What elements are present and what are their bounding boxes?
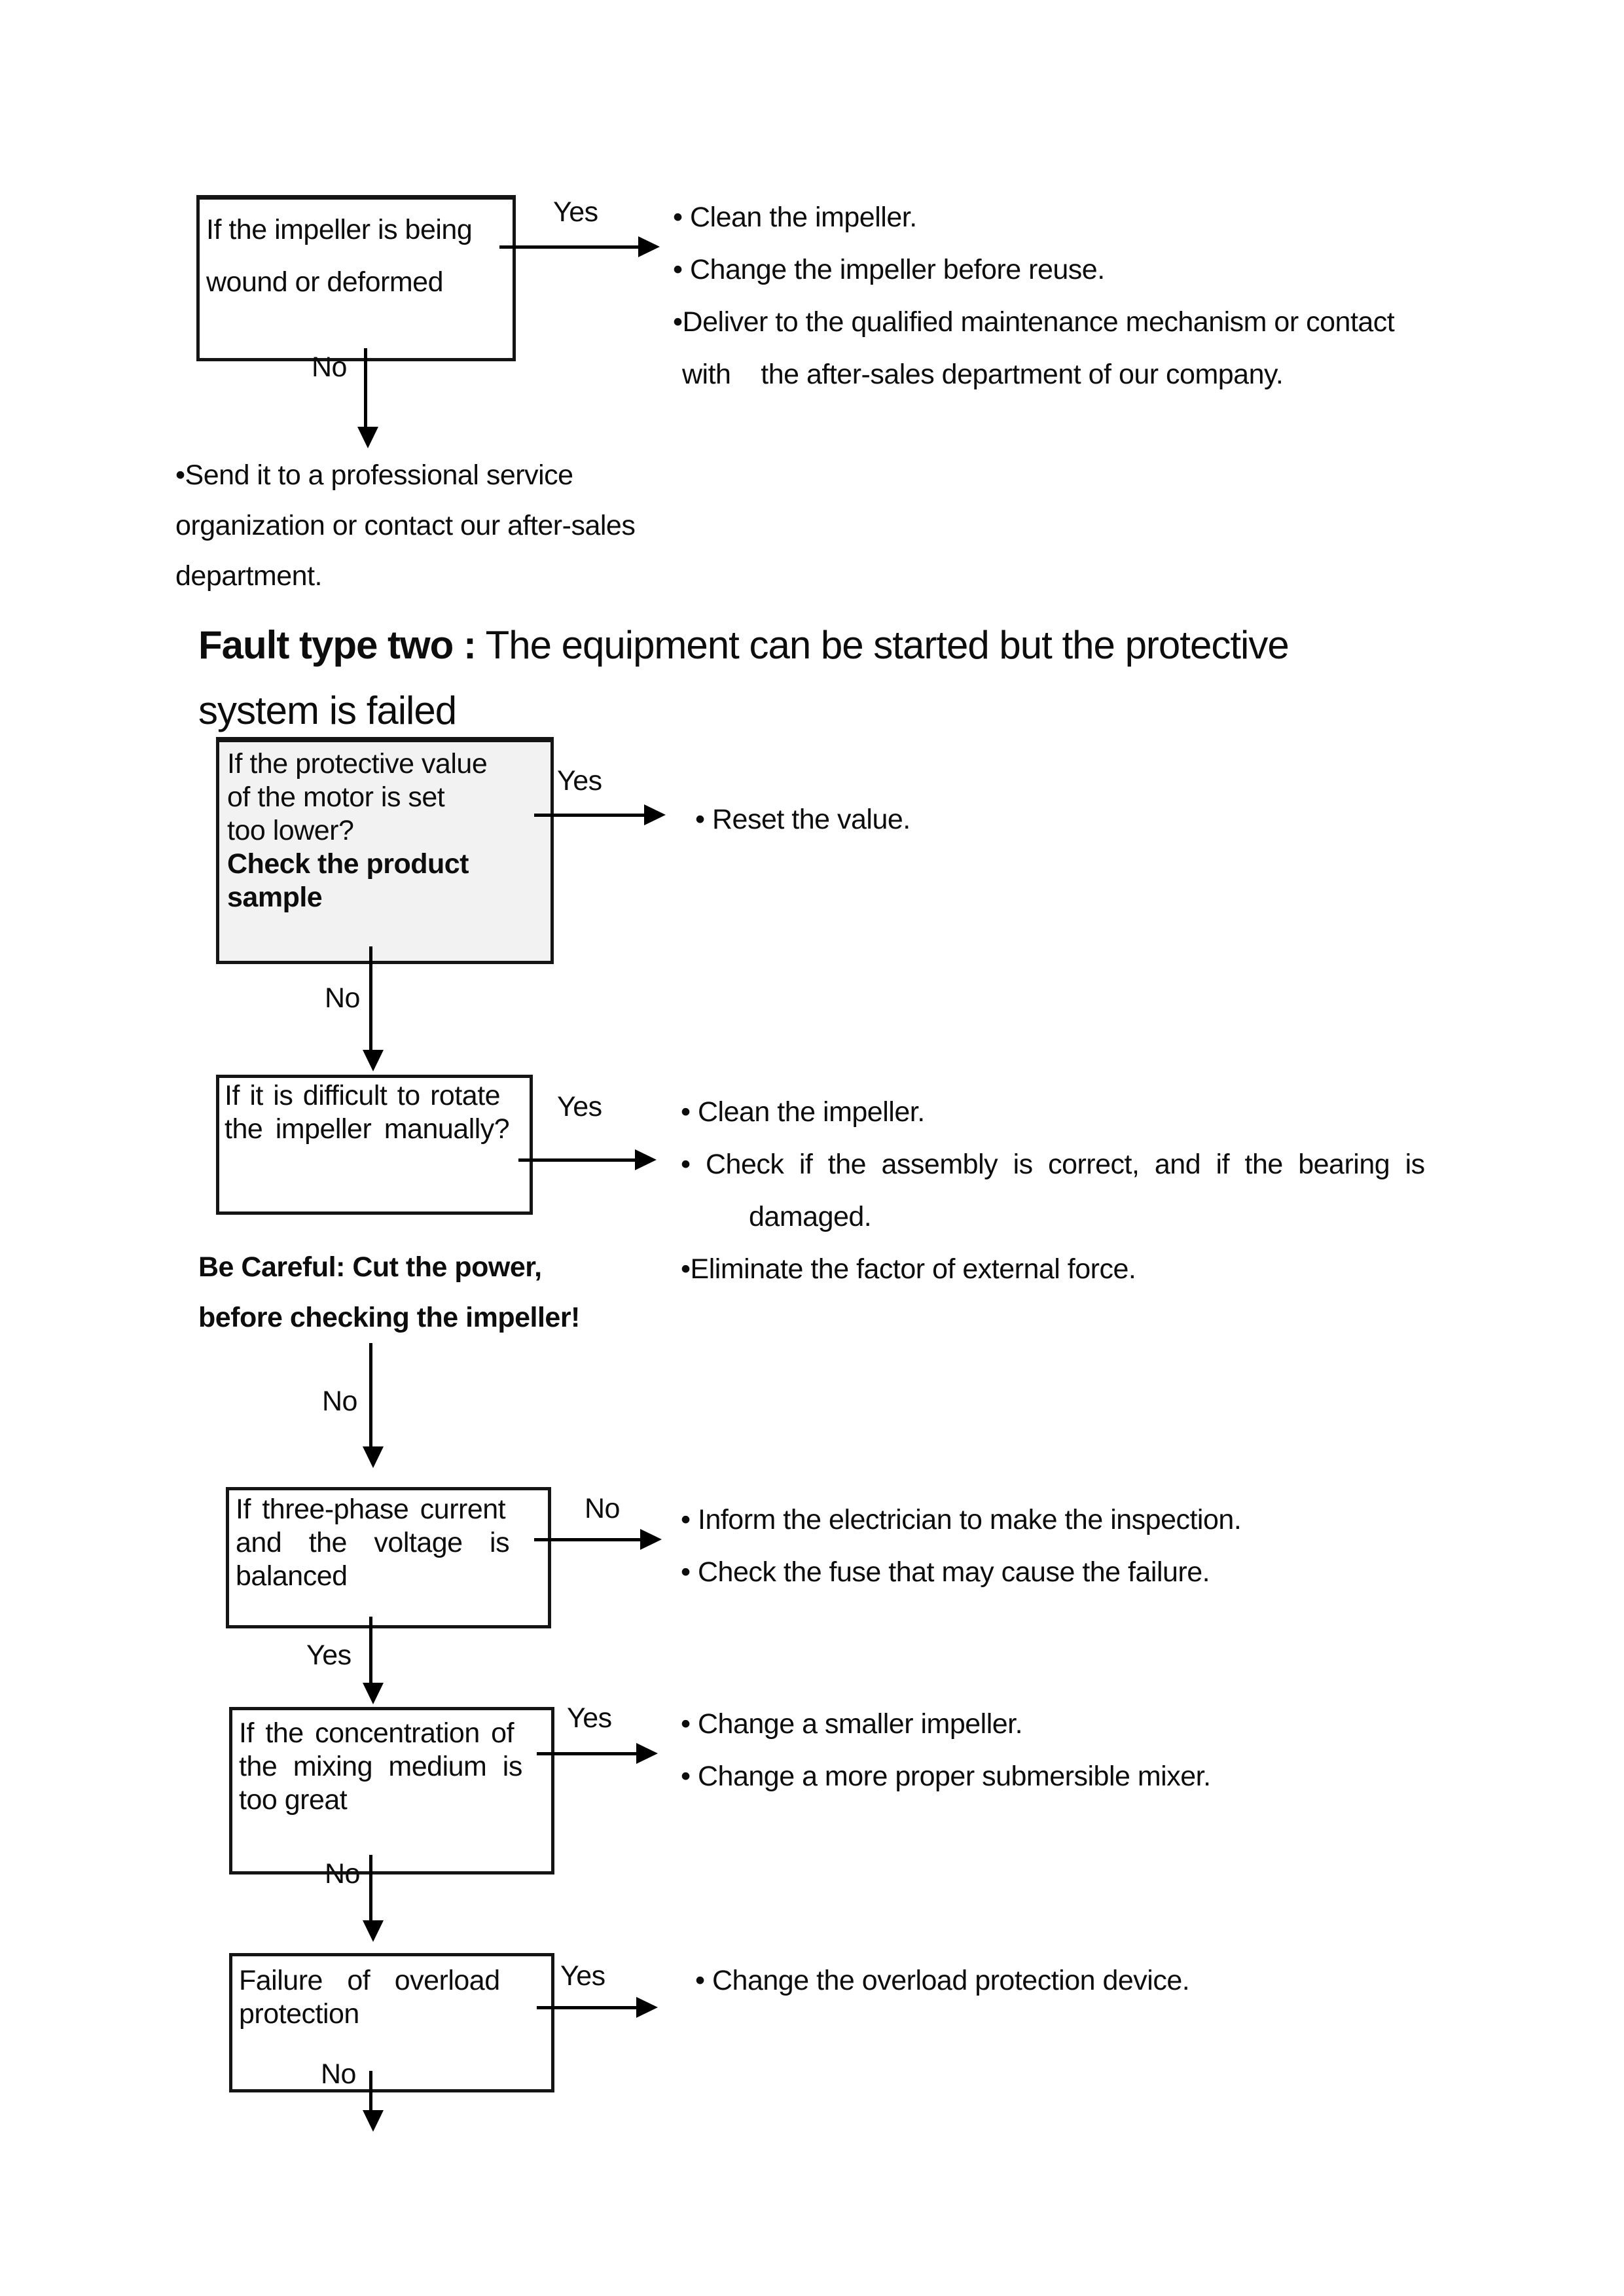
no-arrow-down-5 — [363, 1855, 384, 1942]
no-label-2: No — [325, 982, 360, 1014]
box-text-line: If it is difficult to rotate — [225, 1080, 501, 1111]
decision-box-overload: Failure of overload protection — [229, 1953, 554, 2092]
outcome-line: • Check if the assembly is correct, and … — [681, 1149, 1425, 1180]
outcome-line: •Deliver to the qualified maintenance me… — [673, 306, 1395, 338]
outcome-line: • Change a smaller impeller. — [681, 1708, 1023, 1740]
box-text-line: too great — [239, 1784, 348, 1816]
warning-note: Be Careful: Cut the power, before checki… — [198, 1242, 787, 1343]
yes-arrow-right-2 — [534, 804, 666, 825]
box-text-line-bold: sample — [227, 882, 323, 913]
outcome-list-4: • Inform the electrician to make the ins… — [681, 1494, 1532, 1598]
box-text-line-bold: Check the product — [227, 848, 469, 880]
no-label-3: No — [322, 1386, 357, 1417]
yes-arrow-down-4 — [363, 1617, 384, 1704]
warning-line: before checking the impeller! — [198, 1302, 580, 1333]
decision-box-three-phase: If three-phase current and the voltage i… — [226, 1487, 551, 1628]
yes-label-5: Yes — [567, 1702, 612, 1734]
outcome-line: organization or contact our after-sales — [175, 510, 636, 541]
outcome-list-5: • Change a smaller impeller. • Change a … — [681, 1698, 1532, 1803]
section-heading-bold: Fault type two : — [198, 623, 477, 667]
yes-label-1: Yes — [553, 196, 598, 228]
outcome-list-6: • Change the overload protection device. — [695, 1964, 1546, 1998]
outcome-line: •Send it to a professional service — [175, 459, 573, 491]
no-arrow-down-3 — [363, 1343, 384, 1468]
outcome-line: with the after-sales department of our c… — [682, 359, 1284, 390]
outcome-list-1: • Clean the impeller. • Change the impel… — [673, 191, 1583, 401]
outcome-line: department. — [175, 560, 322, 592]
section-heading-rest: The equipment can be started but the pro… — [475, 623, 1290, 667]
yes-arrow-right-3 — [518, 1149, 657, 1170]
warning-line: Be Careful: Cut the power, — [198, 1251, 542, 1283]
yes-label-4: Yes — [306, 1640, 352, 1671]
box-text-line: and the voltage is — [236, 1527, 510, 1558]
yes-arrow-right-5 — [537, 1743, 658, 1764]
no-arrow-down-1 — [357, 348, 378, 448]
no-arrow-down-2 — [363, 946, 384, 1071]
box-text-line: the impeller manually? — [225, 1113, 510, 1145]
box-text-line: the mixing medium is — [239, 1751, 522, 1782]
yes-arrow-right-6 — [537, 1997, 658, 2018]
outcome-line: • Check the fuse that may cause the fail… — [681, 1556, 1210, 1588]
section-heading-line1: Fault type two : The equipment can be st… — [198, 613, 1579, 678]
box-text-line: protection — [239, 1998, 359, 2030]
yes-arrow-right-1 — [499, 236, 660, 257]
box-text-line: Failure of overload — [239, 1965, 500, 1996]
box-text-line: wound or deformed — [206, 266, 444, 298]
decision-box-rotate-impeller: If it is difficult to rotate the impelle… — [216, 1075, 533, 1215]
outcome-line: • Change the impeller before reuse. — [673, 254, 1105, 285]
no-label-5: No — [325, 1858, 360, 1890]
box-text-line: of the motor is set — [227, 781, 445, 813]
decision-box-protective-value: If the protective value of the motor is … — [216, 737, 554, 964]
outcome-line: • Clean the impeller. — [681, 1096, 925, 1128]
outcome-line: • Clean the impeller. — [673, 202, 917, 233]
box-text-line: If the protective value — [227, 748, 488, 780]
no-label-4: No — [585, 1493, 620, 1524]
no-label-6: No — [321, 2058, 356, 2090]
decision-box-impeller-wound: If the impeller is being wound or deform… — [196, 195, 516, 361]
no-arrow-down-6 — [363, 2071, 384, 2132]
outcome-line: • Reset the value. — [695, 804, 911, 835]
box-text-line: too lower? — [227, 815, 354, 846]
yes-label-6: Yes — [560, 1960, 605, 1992]
outcome-line: damaged. — [749, 1201, 872, 1232]
outcome-line: • Change a more proper submersible mixer… — [681, 1761, 1211, 1792]
box-text-line: If three-phase current — [236, 1494, 506, 1525]
box-text-line: balanced — [236, 1560, 348, 1592]
yes-label-2: Yes — [557, 765, 602, 797]
section-heading-line2: system is failed — [198, 689, 457, 732]
yes-label-3: Yes — [557, 1091, 602, 1122]
outcome-list-no-1: •Send it to a professional service organ… — [175, 450, 830, 601]
outcome-list-2: • Reset the value. — [695, 806, 1284, 834]
outcome-list-3: • Clean the impeller. • Check if the ass… — [681, 1086, 1532, 1295]
outcome-line: • Change the overload protection device. — [695, 1965, 1190, 1996]
decision-box-concentration: If the concentration of the mixing mediu… — [229, 1707, 554, 1874]
section-heading: Fault type two : The equipment can be st… — [198, 613, 1579, 744]
outcome-line: •Eliminate the factor of external force. — [681, 1253, 1136, 1285]
box-text-line: If the impeller is being — [206, 214, 473, 245]
outcome-line: • Inform the electrician to make the ins… — [681, 1504, 1242, 1535]
no-arrow-right-4 — [534, 1529, 662, 1550]
no-label-1: No — [312, 351, 347, 383]
box-text-line: If the concentration of — [239, 1717, 514, 1749]
